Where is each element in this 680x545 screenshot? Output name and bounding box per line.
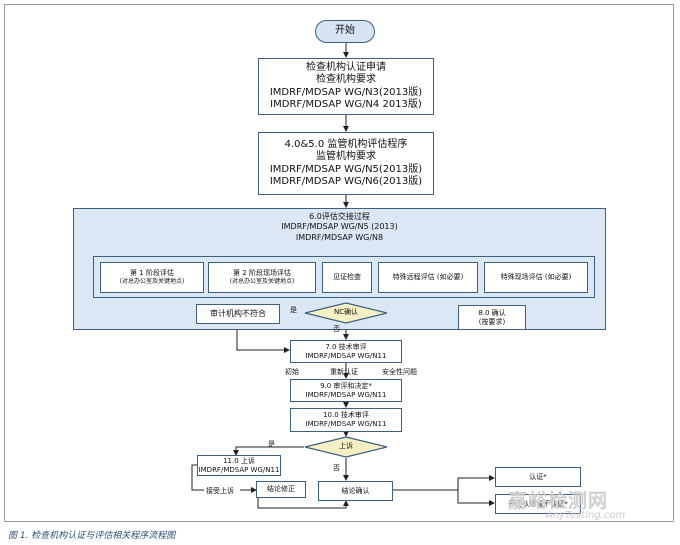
region-line-3: IMDRF/MDSAP WG/N8	[295, 232, 384, 242]
no-label-1: 否	[333, 325, 340, 333]
review-decision-line-1: 9.0 审评和决定*	[320, 381, 372, 390]
tech-review-line-2: IMDRF/MDSAP WG/N11	[305, 351, 387, 360]
region-line-1: 6.0评估交接过程	[309, 212, 370, 221]
no-label-2: 否	[333, 464, 340, 472]
start-label: 开始	[335, 25, 355, 37]
certification-label: 认证*	[529, 472, 547, 481]
application-line-2: 检查机构要求	[316, 74, 376, 85]
watermark-logo: 嘉峪检测网	[508, 490, 609, 512]
yes-label-1: 是	[290, 306, 297, 314]
appeal-line-1: 11.0 上诉	[223, 456, 255, 465]
stage-2-box: 第 2 阶段现场评估 (对总办公室及关键地点)	[208, 262, 316, 293]
witness-box: 见证检查	[322, 262, 372, 293]
regulatory-line-2: 监管机构要求	[316, 151, 376, 162]
witness-label: 见证检查	[333, 273, 361, 282]
review-decision-line-2: IMDRF/MDSAP WG/N11	[305, 390, 387, 399]
tech-label-safety: 安全性问题	[382, 368, 417, 376]
stage-2-line-1: 第 2 阶段现场评估	[233, 269, 291, 278]
nc-diamond	[304, 302, 388, 324]
application-box: 检查机构认证申请 检查机构要求 IMDRF/MDSAP WG/N3(2013版)…	[258, 58, 434, 115]
confirm-line-2: (按要求)	[478, 317, 506, 326]
appeal-diamond	[304, 436, 388, 458]
region-line-2: IMDRF/MDSAP WG/N5 (2013)	[281, 222, 398, 232]
tech-review-2-line-2: IMDRF/MDSAP WG/N11	[305, 420, 387, 428]
special-onsite-box: 特殊现场评估 (如必要)	[484, 262, 588, 293]
figure-caption: 图 1. 检查机构认证与评估相关程序流程图	[8, 531, 176, 541]
stage-1-box: 第 1 阶段评估 (对总办公室及关键地点)	[100, 262, 204, 293]
special-remote-label: 特殊远程评估 (如必要)	[392, 273, 464, 282]
special-remote-box: 特殊远程评估 (如必要)	[378, 262, 478, 293]
yes-label-2: 是	[268, 440, 275, 448]
watermark-url: AnyTesting.com	[546, 510, 626, 521]
nc-label: NC确认	[333, 308, 359, 316]
conclusion-confirm-box: 结论确认	[318, 481, 393, 501]
region-title: 6.0评估交接过程 IMDRF/MDSAP WG/N5 (2013) IMDRF…	[73, 212, 606, 243]
regulatory-line-4: IMDRF/MDSAP WG/N6(2013版)	[269, 176, 423, 187]
regulatory-line-1: 4.0&5.0 监管机构评估程序	[284, 138, 408, 150]
confirm-line-1: 8.0 确认	[478, 308, 506, 317]
application-line-3: IMDRF/MDSAP WG/N3(2013版)	[269, 86, 423, 98]
nonconform-label: 审计机构不符合	[210, 309, 266, 318]
tech-label-recert: 重新认证	[330, 368, 358, 376]
application-line-4: IMDRF/MDSAP WG/N4 2013版)	[270, 99, 422, 110]
certification-box: 认证*	[495, 467, 581, 487]
regulatory-line-3: IMDRF/MDSAP WG/N5(2013版)	[269, 163, 423, 175]
conclusion-fix-box: 结论修正	[256, 481, 306, 498]
confirm-box: 8.0 确认 (按要求)	[458, 305, 526, 330]
conclusion-confirm-label: 结论确认	[341, 486, 370, 495]
figure-frame	[4, 4, 674, 522]
nonconform-box: 审计机构不符合	[196, 304, 280, 324]
assessment-inner-frame	[93, 256, 595, 298]
appeal-line-2: IMDRF/MDSAP WG/N11	[198, 465, 280, 474]
appeal-box: 11.0 上诉 IMDRF/MDSAP WG/N11	[197, 455, 281, 476]
conclusion-fix-label: 结论修正	[267, 485, 295, 494]
regulatory-box: 4.0&5.0 监管机构评估程序 监管机构要求 IMDRF/MDSAP WG/N…	[258, 132, 434, 195]
application-line-1: 检查机构认证申请	[306, 61, 386, 73]
start-node: 开始	[315, 20, 375, 43]
stop-certification-box: 停止认证或不认证*	[495, 494, 581, 514]
stop-certification-label: 停止认证或不认证*	[508, 499, 568, 508]
tech-review-2-box: 10.0 技术审评 IMDRF/MDSAP WG/N11	[290, 408, 402, 432]
stage-2-line-2: (对总办公室及关键地点)	[229, 278, 295, 286]
stage-1-line-1: 第 1 阶段评估	[130, 269, 174, 278]
tech-review-line-1: 7.0 技术审评	[325, 342, 367, 351]
review-decision-box: 9.0 审评和决定* IMDRF/MDSAP WG/N11	[290, 379, 402, 402]
appeal-decision-label: 上诉	[339, 442, 353, 450]
tech-review-box: 7.0 技术审评 IMDRF/MDSAP WG/N11	[290, 340, 402, 363]
stage-1-line-2: (对总办公室及关键地点)	[119, 278, 185, 286]
accept-appeal-label: 接受上诉	[206, 487, 234, 495]
tech-review-2-line-1: 10.0 技术审评	[323, 411, 369, 420]
tech-label-initial: 初始	[285, 368, 299, 376]
special-onsite-label: 特殊现场评估 (如必要)	[500, 273, 572, 282]
